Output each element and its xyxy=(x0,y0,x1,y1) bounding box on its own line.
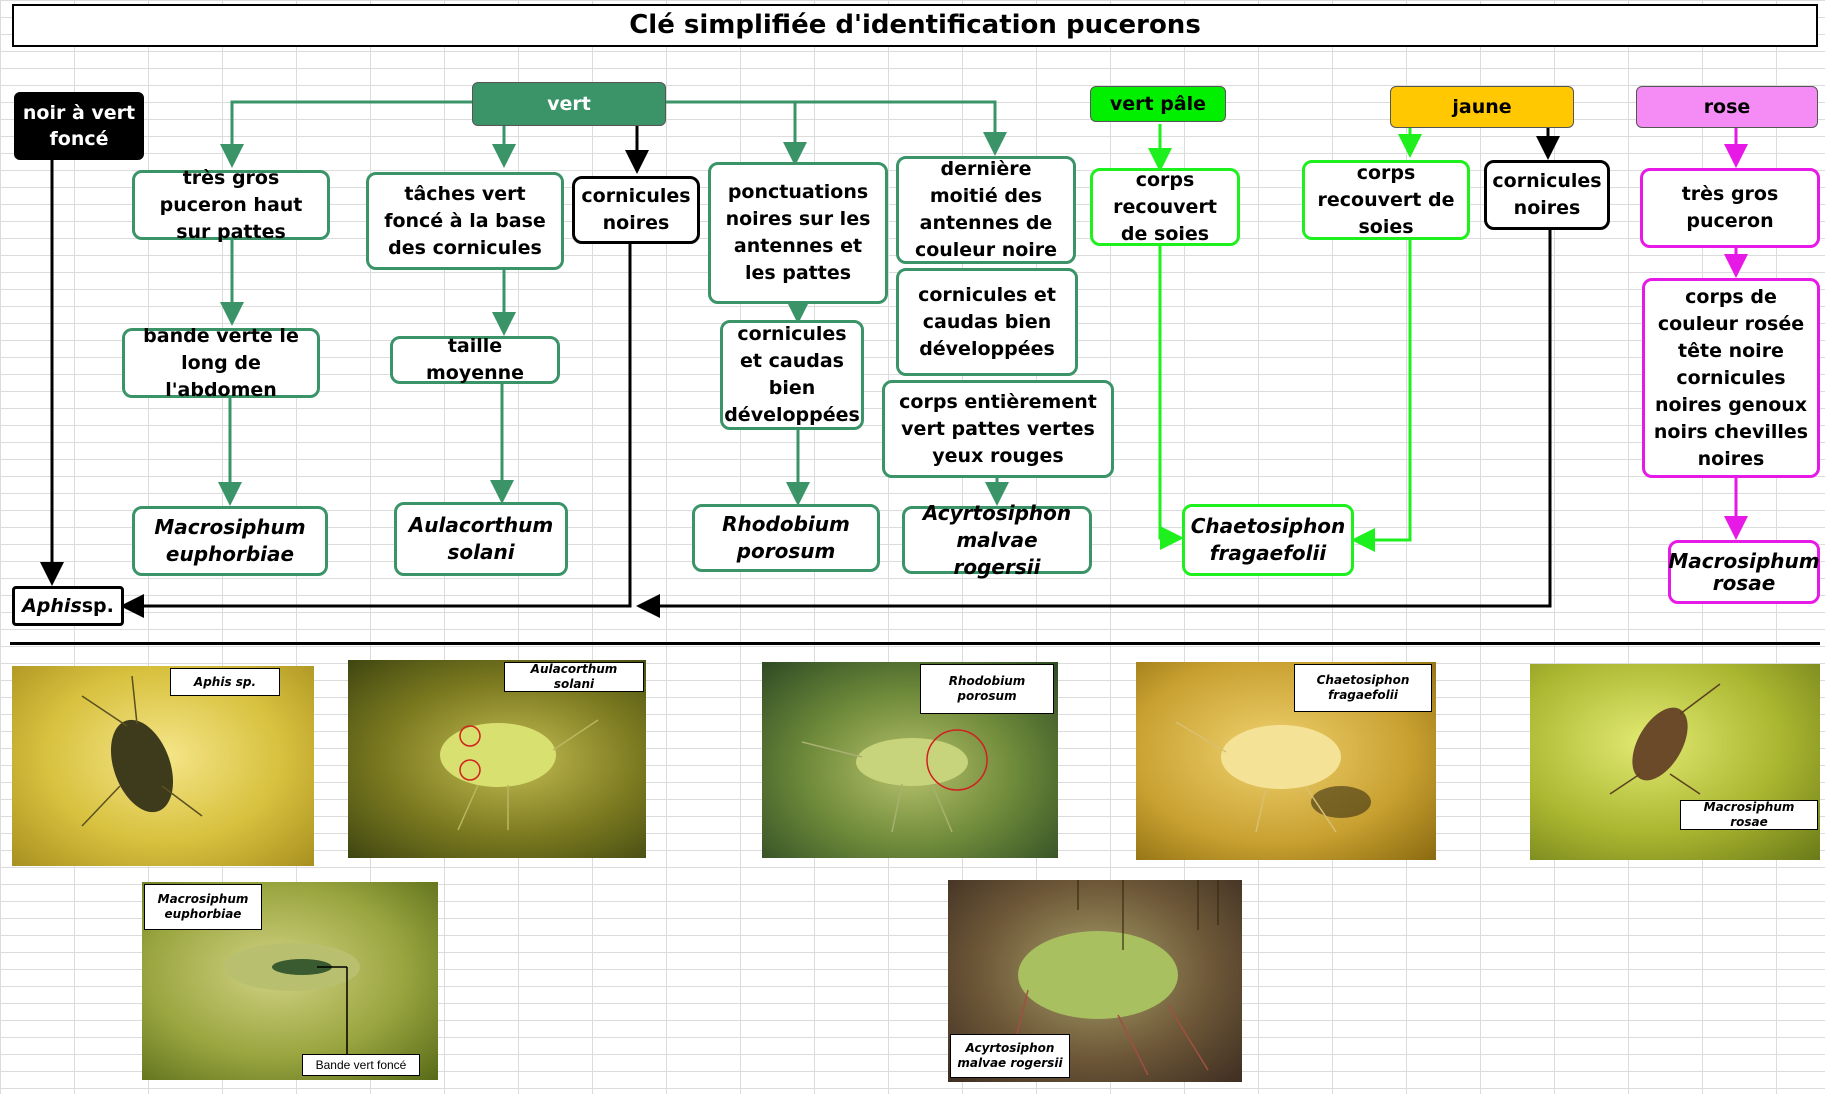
aphid-striped-icon xyxy=(224,943,360,1064)
header-vert: vert xyxy=(472,82,666,126)
species-aulacorthum-solani: Aulacorthum solani xyxy=(394,502,568,576)
aphid-pale-icon xyxy=(801,729,988,833)
photo-rhodobium-porosum: Rhodobium porosum xyxy=(762,662,1058,858)
aphid-hairy-icon xyxy=(1175,721,1371,833)
aphid-dark-icon xyxy=(81,675,203,827)
box-taille-moyenne: taille moyenne xyxy=(390,335,560,384)
box-corps-couleur-rosee: corps de couleur rosée tête noire cornic… xyxy=(1642,278,1820,478)
species-aphis-sp: Aphis sp. xyxy=(12,586,124,626)
box-ponctuations: ponctuations noires sur les antennes et … xyxy=(708,162,888,304)
species-chaetosiphon-fragaefolii: Chaetosiphon fragaefolii xyxy=(1182,504,1354,576)
box-tres-gros-puceron-rose: très gros puceron xyxy=(1640,168,1820,248)
box-tres-gros-puceron: très gros puceron haut sur pattes xyxy=(132,167,330,243)
photo-chaetosiphon-fragaefolii: Chaetosiphon fragaefolii xyxy=(1136,662,1436,860)
photo-label-macrosiphum-euphorbiae: Macrosiphum euphorbiae xyxy=(144,884,262,930)
photo-macrosiphum-rosae: Macrosiphum rosae xyxy=(1530,664,1820,860)
species-rhodobium-porosum: Rhodobium porosum xyxy=(692,504,880,572)
separator-line xyxy=(10,642,1820,645)
box-derniere-moitie: dernière moitié des antennes de couleur … xyxy=(896,156,1076,264)
box-bande-verte: bande verte le long de l'abdomen xyxy=(122,325,320,401)
photo-aphis-sp: Aphis sp. xyxy=(12,666,314,866)
photo-aulacorthum-solani: Aulacorthum solani xyxy=(348,660,646,858)
page-title: Clé simplifiée d'identification pucerons xyxy=(12,4,1818,47)
box-corps-recouvert-soies-2: corps recouvert de soies xyxy=(1302,160,1470,240)
box-corps-recouvert-soies-1: corps recouvert de soies xyxy=(1090,168,1240,246)
photo-acyrtosiphon-malvae-rogersii: Acyrtosiphon malvae rogersii xyxy=(948,880,1242,1082)
photo-label-acyrtosiphon: Acyrtosiphon malvae rogersii xyxy=(950,1034,1070,1078)
box-cornicules-caudas-2: cornicules et caudas bien développées xyxy=(896,268,1078,376)
photo-label-macrosiphum-rosae: Macrosiphum rosae xyxy=(1680,800,1818,830)
aphid-brown-icon xyxy=(1609,683,1721,795)
box-taches-vert-fonce: tâches vert foncé à la base des cornicul… xyxy=(366,172,564,270)
box-cornicules-caudas-1: cornicules et caudas bien développées xyxy=(720,320,864,430)
photo-label-rhodobium: Rhodobium porosum xyxy=(920,664,1054,714)
photo-label-bande-vert-fonce: Bande vert foncé xyxy=(302,1054,420,1076)
header-rose: rose xyxy=(1636,86,1818,128)
box-corps-entierement-vert: corps entièrement vert pattes vertes yeu… xyxy=(882,380,1114,478)
photo-label-aphis: Aphis sp. xyxy=(170,668,280,696)
header-jaune: jaune xyxy=(1390,86,1574,128)
photo-label-aulacorthum: Aulacorthum solani xyxy=(504,662,644,692)
aphis-sp-suffix: sp. xyxy=(81,594,114,617)
aphis-genus: Aphis xyxy=(22,594,82,617)
box-cornicules-noires-1: cornicules noires xyxy=(572,176,700,244)
photo-macrosiphum-euphorbiae: Macrosiphum euphorbiae Bande vert foncé xyxy=(142,882,438,1080)
species-macrosiphum-euphorbiae: Macrosiphum euphorbiae xyxy=(132,506,328,576)
header-noir-vert-fonce: noir à vert foncé xyxy=(14,92,144,160)
box-cornicules-noires-2: cornicules noires xyxy=(1484,160,1610,230)
header-vert-pale: vert pâle xyxy=(1090,86,1226,122)
species-acyrtosiphon-malvae-rogersii: Acyrtosiphon malvae rogersii xyxy=(902,501,1092,579)
species-macrosiphum-rosae: Macrosiphum rosae xyxy=(1668,540,1820,604)
photo-label-chaetosiphon: Chaetosiphon fragaefolii xyxy=(1294,664,1432,712)
aphid-green-icon xyxy=(440,719,599,831)
aphid-rounded-icon xyxy=(1007,880,1219,1076)
